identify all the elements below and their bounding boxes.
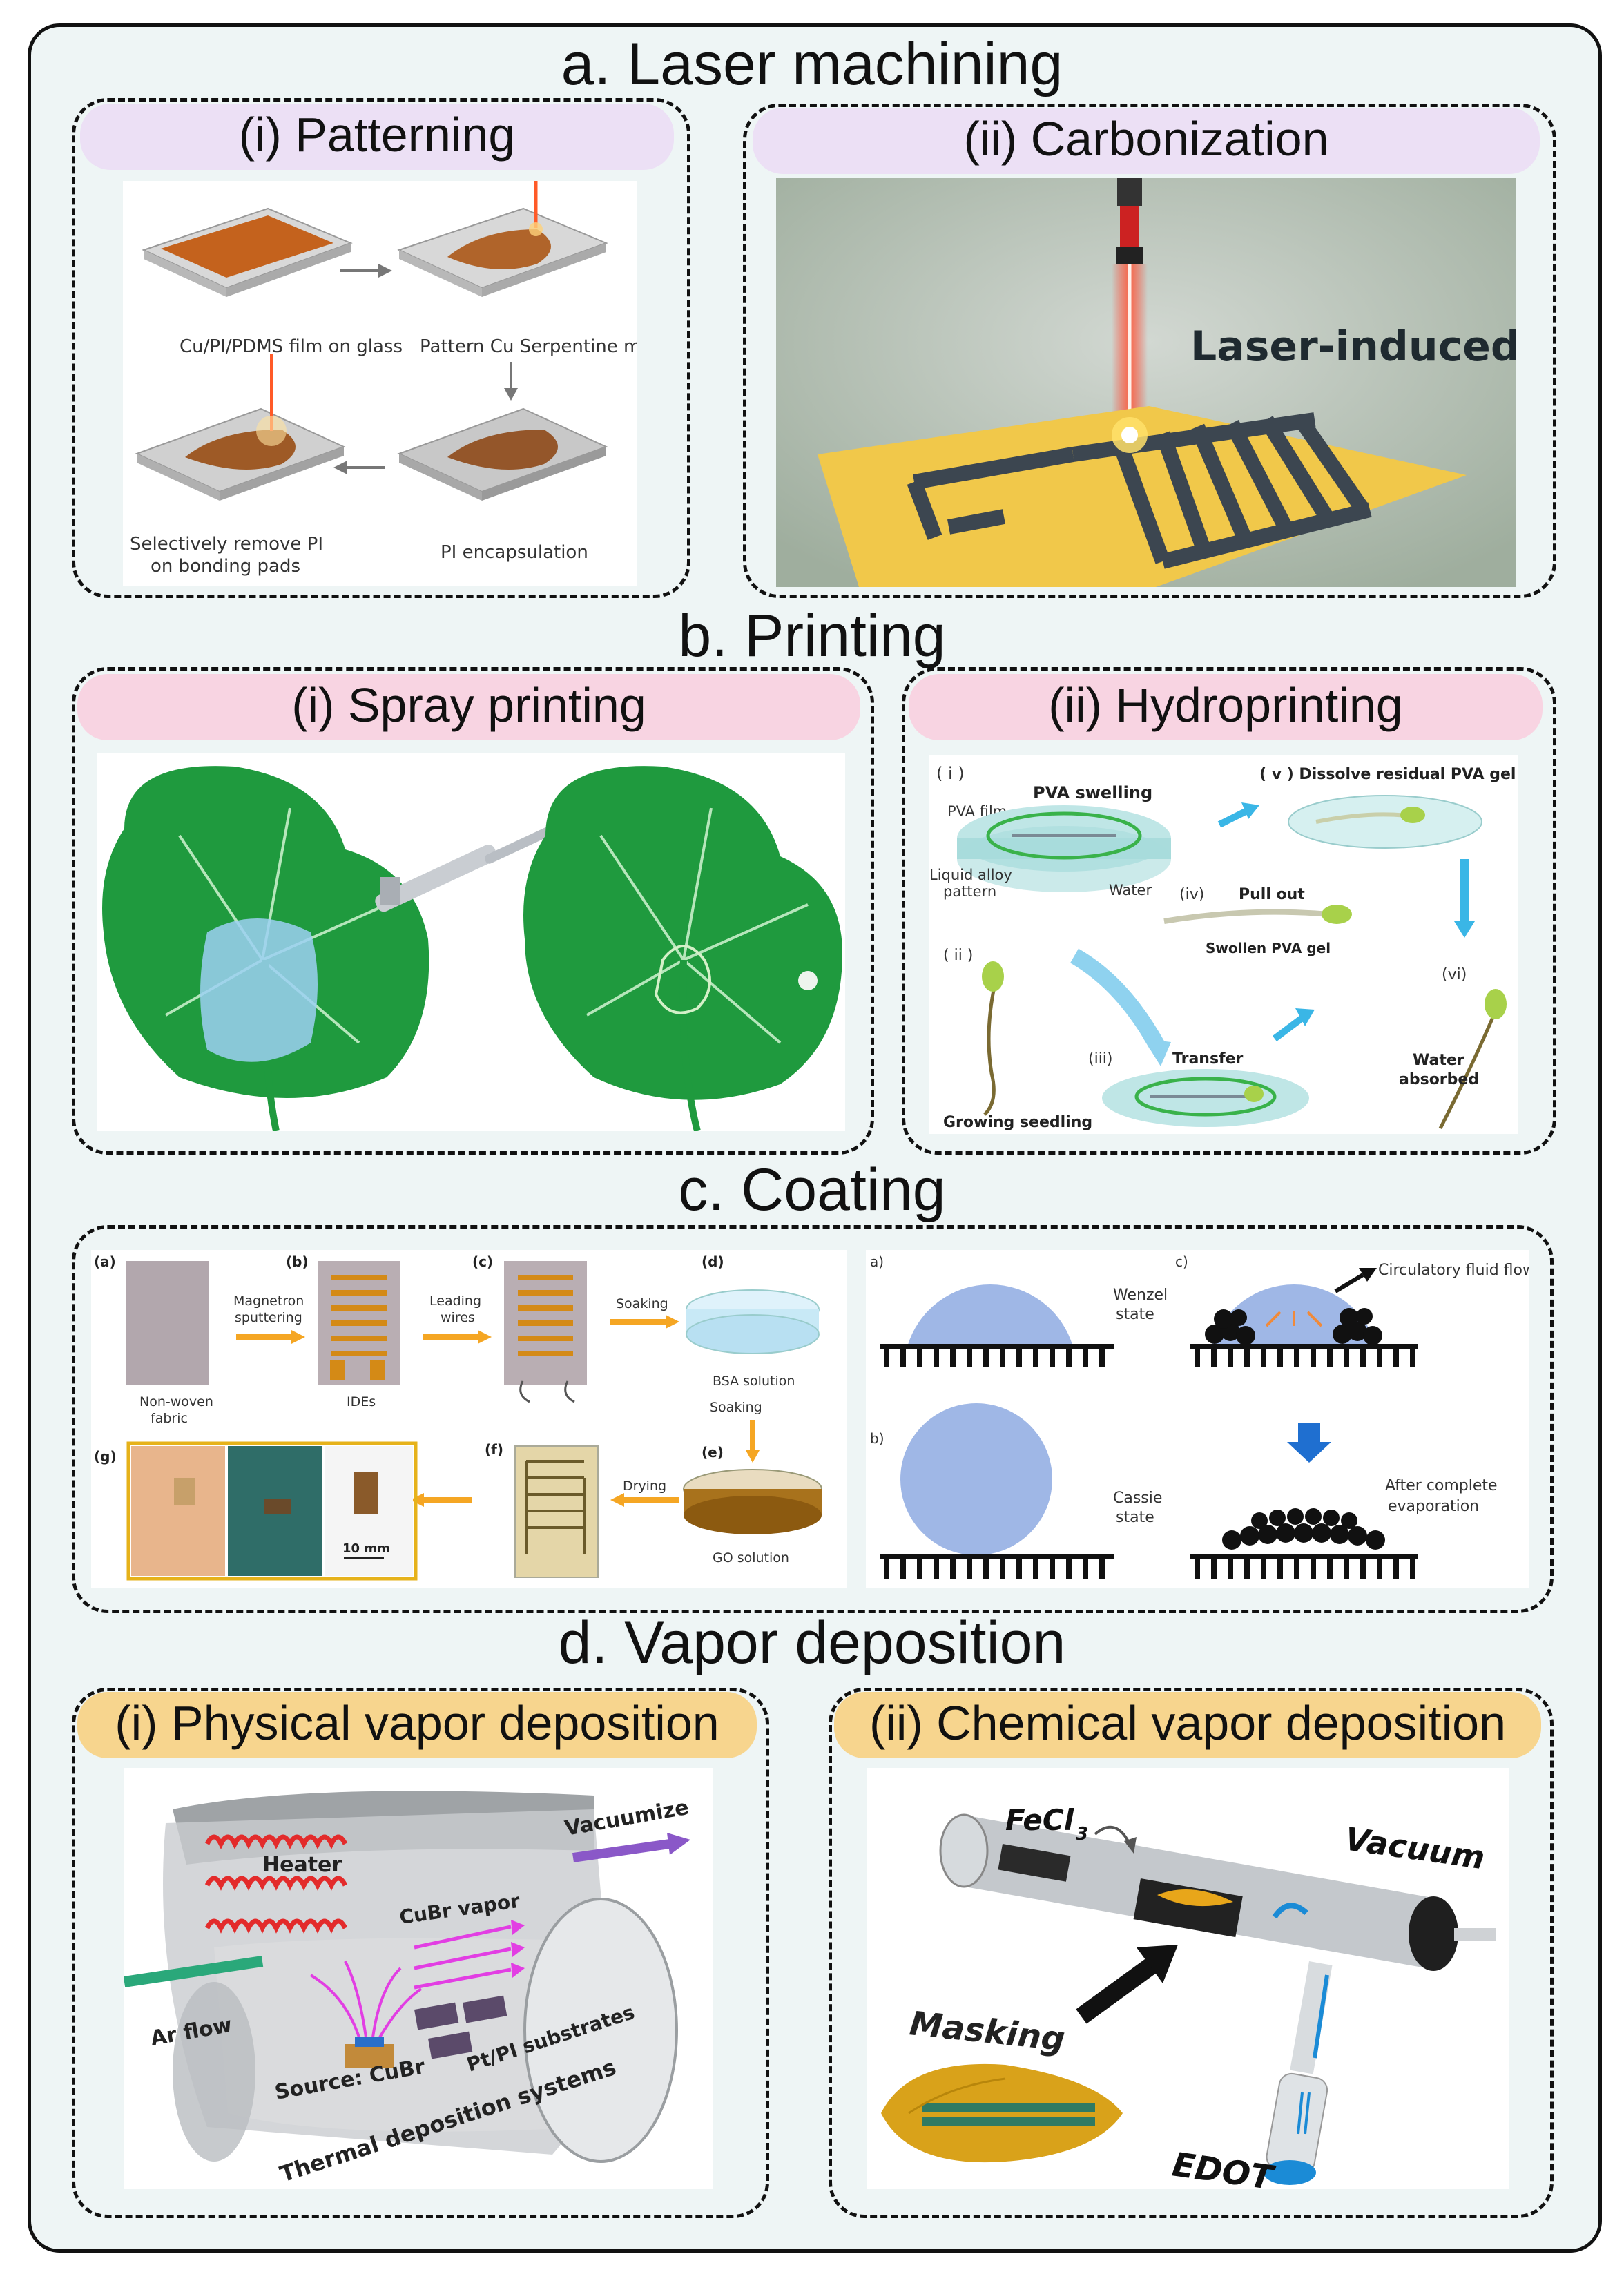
label-b: b) xyxy=(870,1430,884,1447)
label-magnetron-2: sputtering xyxy=(235,1310,302,1325)
carbonization-figure: Laser-induced xyxy=(776,178,1516,587)
hydro-box xyxy=(902,667,1556,1155)
coating-box xyxy=(72,1225,1554,1613)
label-film: Cu/PI/PDMS film on glass xyxy=(180,336,403,357)
section-title-printing: b. Printing xyxy=(678,603,946,669)
label-water-absorbed-1: Water xyxy=(1413,1052,1464,1069)
label-f: (f) xyxy=(485,1441,503,1458)
hydro-figure: ( i ) PVA swelling PVA film Liquid alloy… xyxy=(929,755,1518,1134)
hydro-title: (ii) Hydroprinting xyxy=(909,674,1543,740)
label-wenzel-1: Wenzel xyxy=(1113,1287,1168,1304)
label-soaking: Soaking xyxy=(616,1296,668,1311)
pvd-title: (i) Physical vapor deposition xyxy=(77,1692,757,1758)
patterning-title: (i) Patterning xyxy=(80,104,674,170)
label-leading-1: Leading xyxy=(429,1293,481,1309)
label-vi: (vi) xyxy=(1442,966,1467,983)
label-cassie-2: state xyxy=(1116,1509,1154,1526)
label-edot: EDOT xyxy=(1170,2145,1277,2189)
label-drying: Drying xyxy=(623,1479,666,1494)
label-pattern: Pattern Cu Serpentine mesh xyxy=(420,336,637,357)
label-leading-2: wires xyxy=(441,1310,475,1325)
spray-box xyxy=(72,667,874,1155)
section-title-laser-machining: a. Laser machining xyxy=(561,31,1063,97)
label-nonwoven-1: Non-woven xyxy=(139,1394,213,1409)
label-iv: (iv) xyxy=(1179,886,1204,903)
label-after-1: After complete xyxy=(1385,1477,1498,1494)
spray-title: (i) Spray printing xyxy=(77,674,860,740)
section-title-coating: c. Coating xyxy=(678,1157,946,1223)
label-wenzel-2: state xyxy=(1116,1306,1154,1323)
label-fecl: FeCl xyxy=(1005,1803,1074,1837)
label-vacuum: Vacuum xyxy=(1342,1820,1487,1876)
label-nonwoven-2: fabric xyxy=(151,1411,188,1426)
pvd-figure: Heater CuBr vapor Vacuumize Ar flow Sour… xyxy=(124,1768,713,2189)
section-title-vapor-deposition: d. Vapor deposition xyxy=(558,1610,1066,1676)
label-swollen: Swollen PVA gel xyxy=(1206,940,1331,956)
label-c: (c) xyxy=(472,1253,493,1270)
pvd-box xyxy=(72,1688,769,2218)
spray-figure xyxy=(97,753,845,1131)
label-a: (a) xyxy=(94,1253,116,1270)
label-water-absorbed-2: absorbed xyxy=(1399,1071,1479,1088)
coating-left-figure: (a) Non-woven fabric Magnetron sputterin… xyxy=(91,1250,847,1588)
label-circ: Circulatory fluid flow xyxy=(1378,1262,1529,1279)
label-c: c) xyxy=(1175,1253,1188,1270)
label-magnetron-1: Magnetron xyxy=(233,1293,304,1309)
label-pva-swelling: PVA swelling xyxy=(1033,783,1152,802)
label-liquid-alloy-2: pattern xyxy=(943,883,996,900)
label-remove-1: Selectively remove PI xyxy=(130,534,323,555)
label-cassie-1: Cassie xyxy=(1113,1490,1162,1507)
label-bsa: BSA solution xyxy=(713,1374,795,1389)
label-liquid-alloy-1: Liquid alloy xyxy=(929,867,1012,883)
cvd-title: (ii) Chemical vapor deposition xyxy=(834,1692,1541,1758)
cvd-figure: FeCl 3 Vacuum EDOT Masking xyxy=(867,1768,1509,2189)
label-b: (b) xyxy=(286,1253,309,1270)
label-ii: ( ii ) xyxy=(943,947,973,964)
label-pull-out: Pull out xyxy=(1239,886,1305,903)
label-encap: PI encapsulation xyxy=(441,542,588,563)
carbonization-caption: Laser-induced xyxy=(1190,322,1516,371)
label-water: Water xyxy=(1109,882,1152,898)
label-after-2: evaporation xyxy=(1388,1498,1479,1515)
cvd-box xyxy=(829,1688,1554,2218)
patterning-box xyxy=(72,98,690,598)
label-iii: (iii) xyxy=(1088,1050,1113,1068)
label-fecl-sub: 3 xyxy=(1076,1824,1088,1845)
label-a: a) xyxy=(870,1253,884,1270)
label-ides: IDEs xyxy=(347,1394,376,1409)
label-d: (d) xyxy=(702,1253,724,1270)
patterning-figure: Cu/PI/PDMS film on glass Pattern Cu Serp… xyxy=(123,181,637,586)
label-i: ( i ) xyxy=(936,764,965,783)
label-growing: Growing seedling xyxy=(943,1114,1092,1131)
carbonization-title: (ii) Carbonization xyxy=(753,108,1540,174)
label-e: (e) xyxy=(702,1444,724,1461)
label-v: ( v ) Dissolve residual PVA gel xyxy=(1259,766,1516,783)
label-transfer: Transfer xyxy=(1172,1050,1244,1068)
carbonization-box xyxy=(743,104,1556,598)
label-go: GO solution xyxy=(713,1550,789,1566)
label-g: (g) xyxy=(94,1448,117,1465)
label-heater: Heater xyxy=(262,1853,342,1877)
coating-right-figure: a) Wenzel state c) Circulatory fluid flo… xyxy=(866,1250,1529,1588)
label-remove-2: on bonding pads xyxy=(151,556,300,577)
label-masking: Masking xyxy=(908,2004,1067,2059)
label-scale: 10 mm xyxy=(342,1541,390,1556)
label-soaking2: Soaking xyxy=(710,1400,762,1415)
